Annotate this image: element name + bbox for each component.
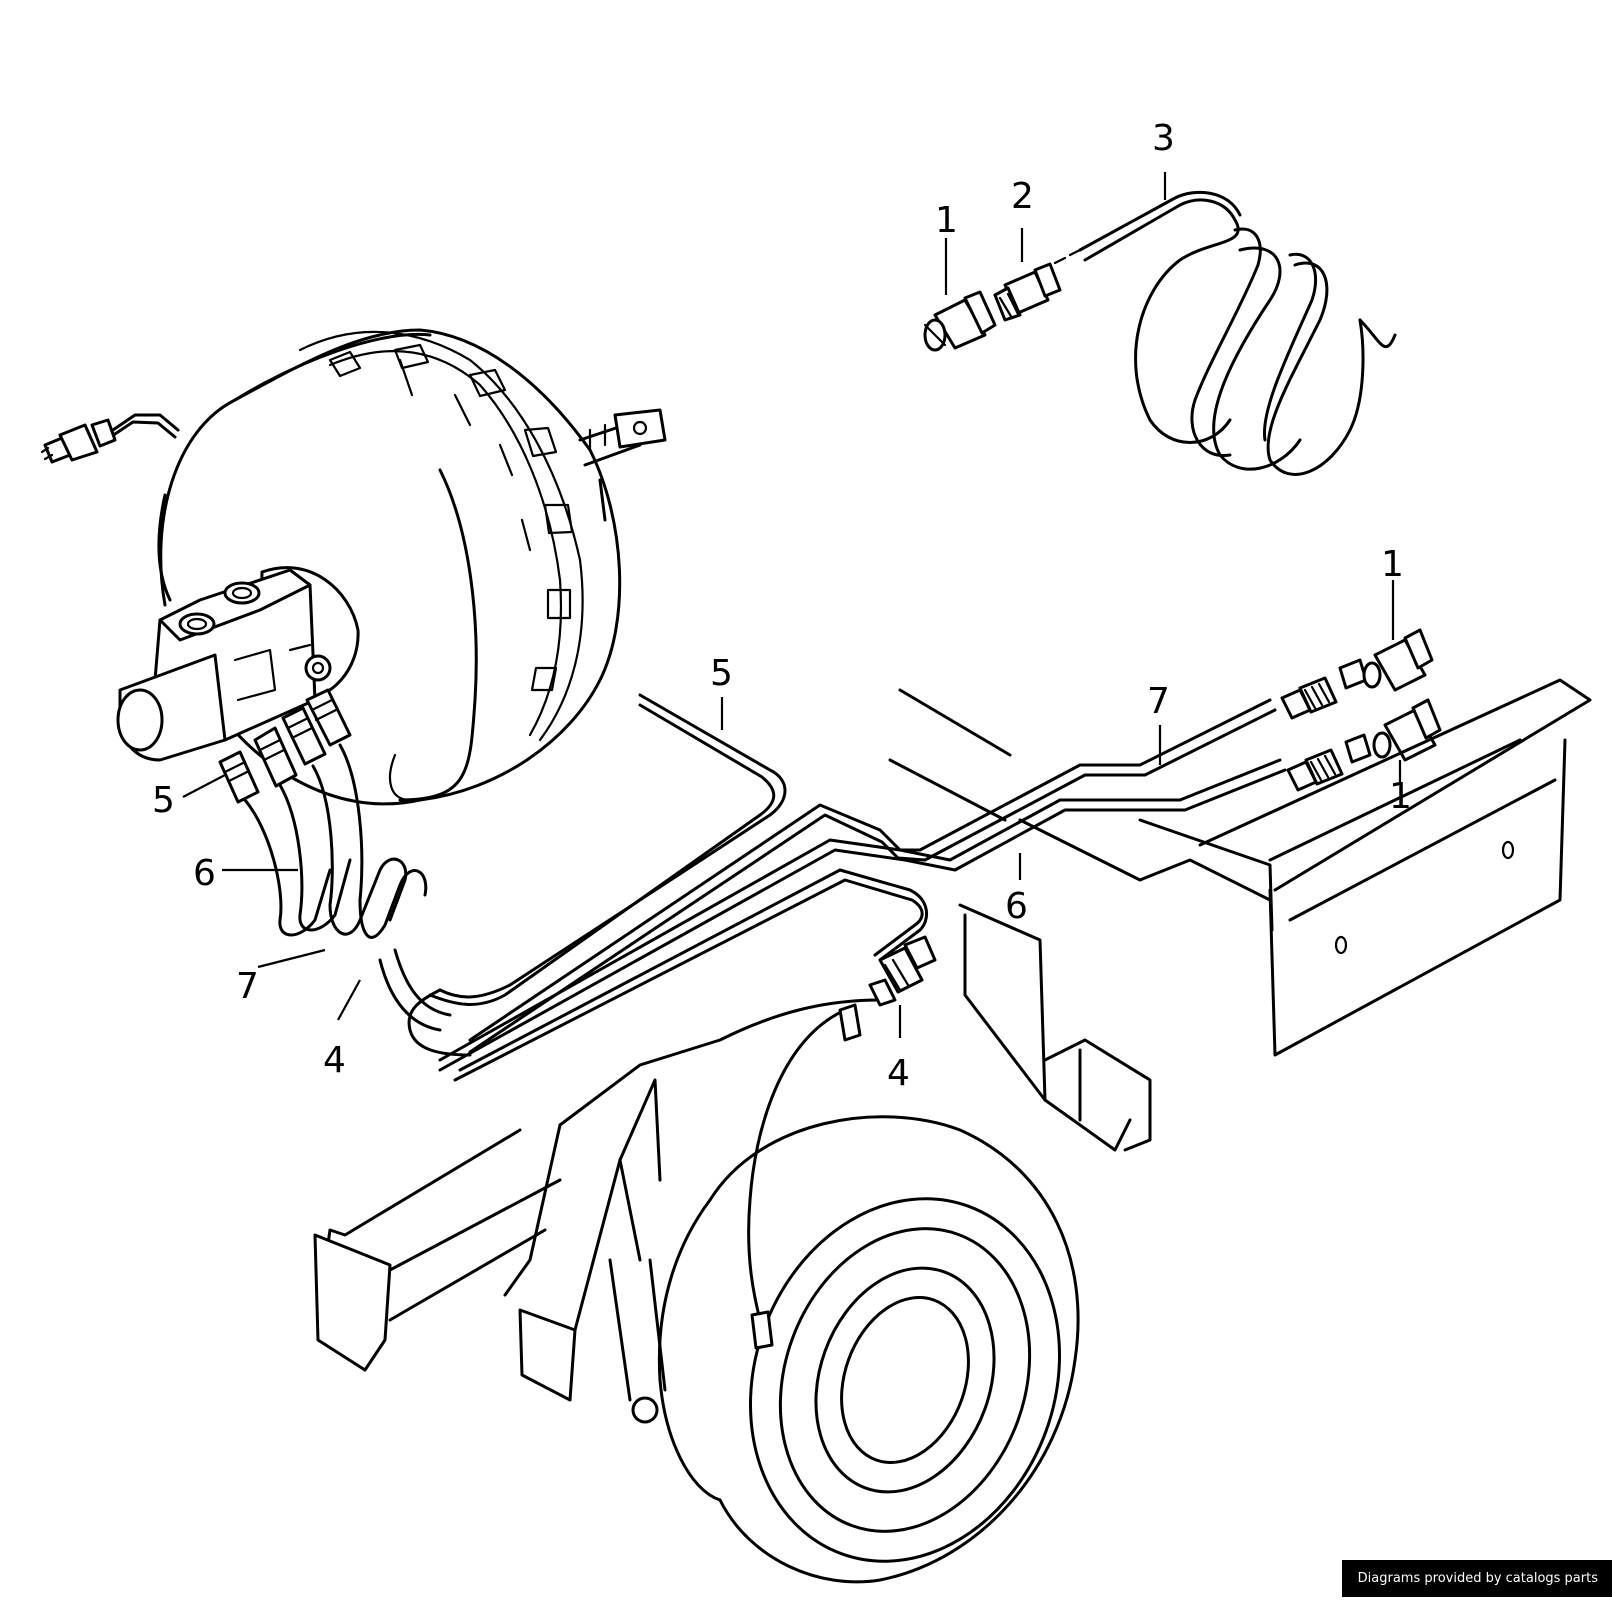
master-cylinder (116, 566, 360, 762)
callout-2: 2 (1011, 176, 1034, 217)
callout-5-left: 5 (152, 780, 175, 821)
booster-pipe (40, 413, 180, 602)
callout-6-center: 6 (1005, 886, 1028, 927)
credit-banner: Diagrams provided by catalogs parts (1341, 1560, 1612, 1597)
wheel-fitting (868, 935, 937, 1007)
callout-1-right-lower: 1 (1389, 776, 1412, 817)
callout-7-right: 7 (1147, 681, 1170, 722)
outlet-fittings (218, 688, 352, 804)
callout-6-left: 6 (193, 853, 216, 894)
brake-booster (159, 328, 667, 806)
callout-4-left: 4 (323, 1040, 346, 1081)
leader-lines (182, 172, 1402, 1038)
callout-4-right: 4 (887, 1053, 910, 1094)
right-fittings (1280, 628, 1442, 792)
brake-lines (243, 693, 1287, 1082)
coil-pipe (923, 190, 1397, 476)
callout-1-top: 1 (935, 200, 958, 241)
callout-1-right-upper: 1 (1381, 544, 1404, 585)
callout-5-center: 5 (710, 653, 733, 694)
wheel (657, 1003, 1080, 1584)
axle-frame (313, 678, 1592, 1424)
callout-labels: 1 2 3 1 1 5 7 5 6 7 4 6 4 (152, 118, 1412, 1094)
callout-7-left: 7 (236, 966, 259, 1007)
callout-3: 3 (1152, 118, 1175, 159)
